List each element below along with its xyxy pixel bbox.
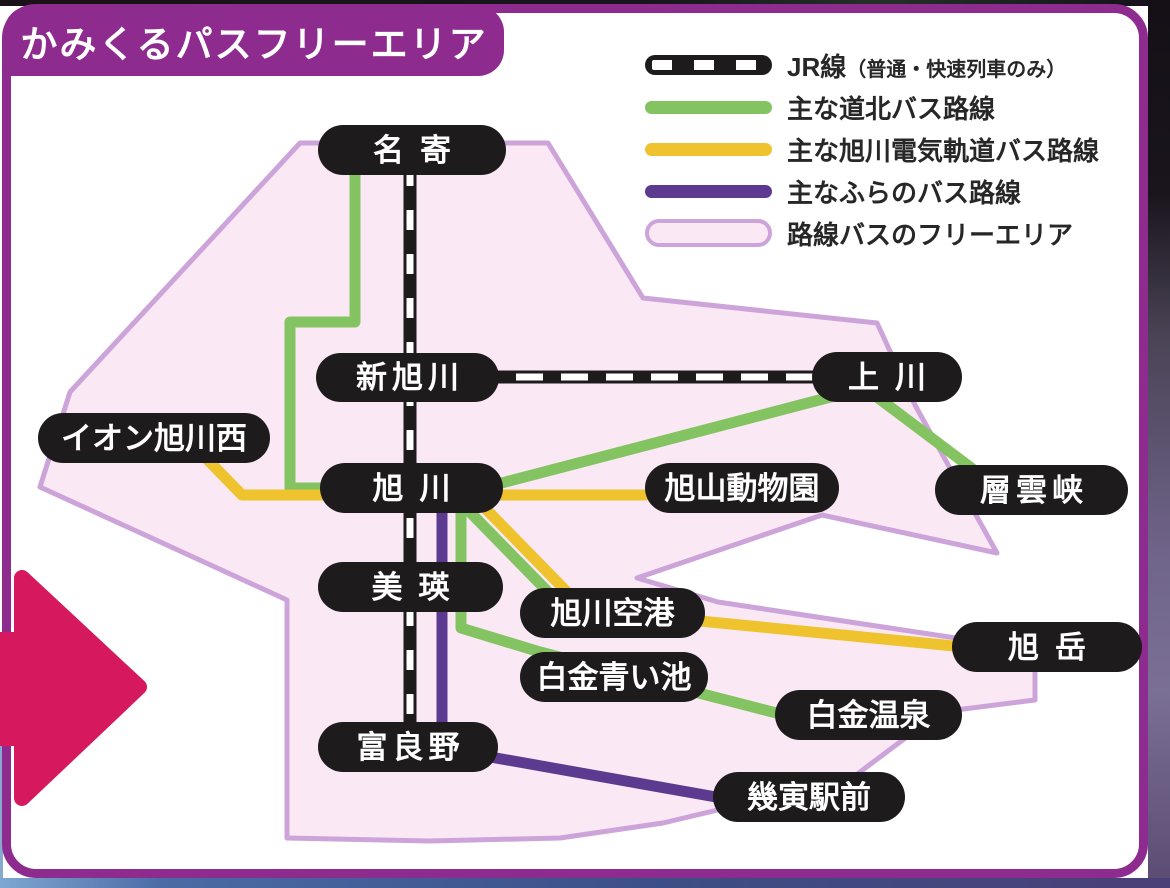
station-asahiyama-zoo: 旭山動物園 (645, 463, 839, 513)
legend-row-denki-kido-bus: 主な旭川電気軌道バス路線 (645, 128, 1099, 170)
station-asahikawa-airport: 旭川空港 (520, 588, 705, 638)
station-furano: 富良野 (318, 722, 498, 772)
route-dohoku-asahikawa-airport (460, 502, 558, 602)
legend-label-free-area: 路線バスのフリーエリア (787, 219, 1074, 250)
station-biei: 美瑛 (318, 562, 503, 612)
background-photo-bottom (0, 878, 1170, 888)
legend-row-furano-bus: 主なふらのバス路線 (645, 170, 1099, 212)
station-shirogane-onsen: 白金温泉 (775, 690, 962, 740)
left-arrow-shape (14, 570, 147, 806)
legend: JR線（普通・快速列車のみ） 主な道北バス路線 主な旭川電気軌道バス路線 主なふ… (645, 44, 1099, 254)
legend-label-jr-main: JR線 (787, 51, 847, 82)
jr-line-dashes (652, 60, 765, 70)
station-shirogane-blue-pond: 白金青い池 (520, 652, 708, 702)
station-sounkyo: 層雲峡 (935, 465, 1128, 515)
legend-row-jr: JR線（普通・快速列車のみ） (645, 44, 1099, 86)
legend-label-jr: JR線（普通・快速列車のみ） (787, 47, 1066, 84)
station-asahikawa: 旭川 (320, 463, 503, 513)
free-area-swatch-icon (645, 219, 772, 247)
legend-label-dohoku-bus: 主な道北バス路線 (787, 93, 996, 124)
station-kamikawa: 上川 (812, 352, 962, 402)
route-denki-aeon-asahikawa-zoo (198, 450, 651, 501)
station-nayoro: 名寄 (318, 125, 506, 175)
legend-row-dohoku-bus: 主な道北バス路線 (645, 86, 1099, 128)
route-denki-asahikawa-airport (476, 499, 573, 598)
dohoku-bus-line-swatch-icon (645, 100, 772, 114)
jr-line-swatch-icon (645, 55, 772, 75)
route-furano-furano-ikutora (462, 747, 722, 803)
background-photo-left (0, 640, 3, 878)
legend-label-jr-note: （普通・快速列車のみ） (846, 58, 1067, 81)
route-denki-airport-asahidake (694, 615, 960, 652)
station-shin-asahikawa: 新旭川 (316, 353, 499, 402)
page-title: かみくるパスフリーエリア (4, 6, 504, 76)
background-photo-top (0, 0, 1170, 6)
legend-label-furano-bus: 主なふらのバス路線 (787, 177, 1022, 208)
legend-row-free-area: 路線バスのフリーエリア (645, 212, 1099, 254)
station-aeon-asahikawa-nishi: イオン旭川西 (38, 413, 270, 463)
route-dohoku-nayoro-asahikawa (284, 162, 361, 494)
station-asahidake: 旭岳 (952, 622, 1142, 672)
furano-bus-line-swatch-icon (645, 184, 772, 198)
station-ikutora-ekimae: 幾寅駅前 (713, 772, 905, 822)
background-photo-right (1148, 0, 1170, 888)
legend-label-denki-kido-bus: 主な旭川電気軌道バス路線 (787, 135, 1100, 166)
denki-kido-bus-line-swatch-icon (645, 142, 772, 156)
